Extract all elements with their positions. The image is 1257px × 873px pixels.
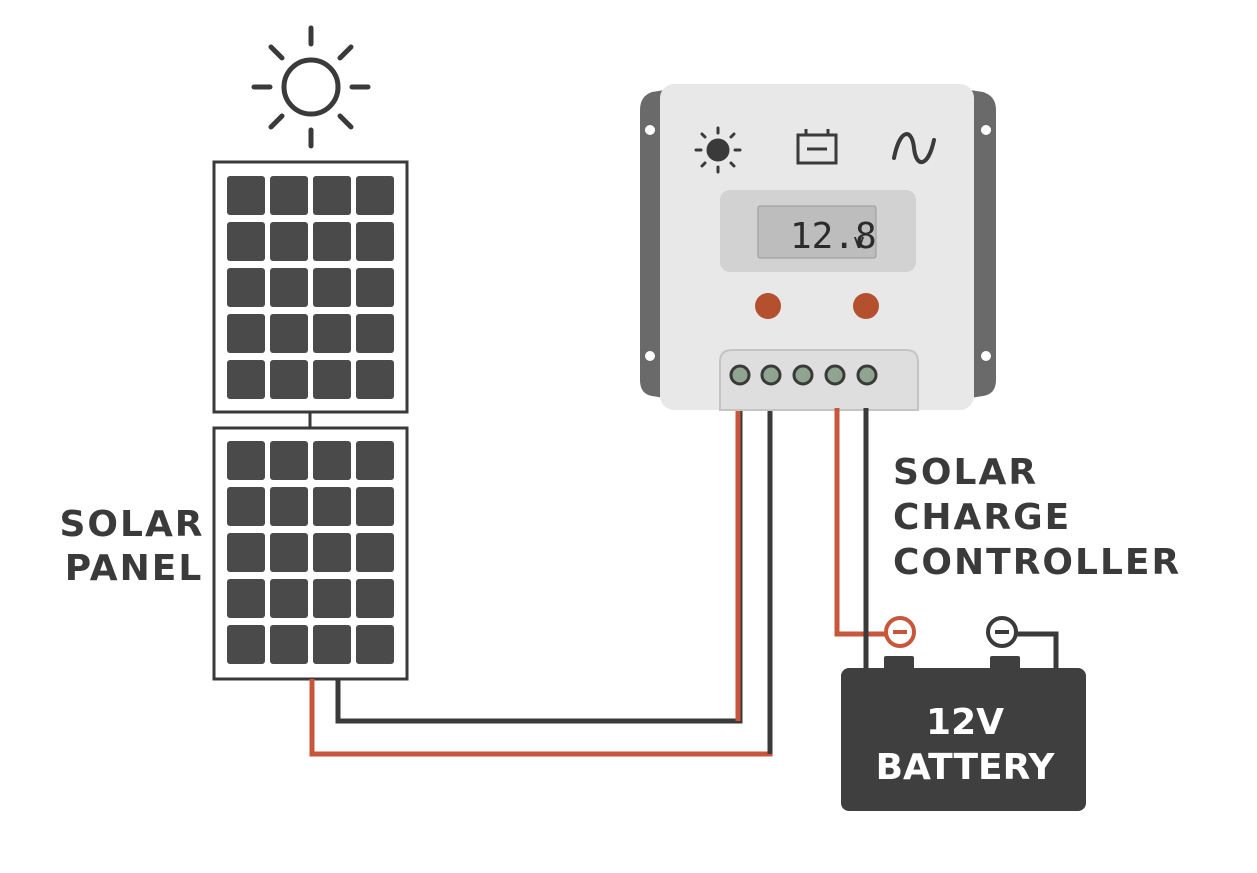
charge-controller: 12.8 v (640, 84, 996, 411)
solar-cell (227, 579, 265, 618)
solar-cell (313, 314, 351, 353)
negative-terminal-icon (986, 616, 1018, 648)
solar-cell (356, 441, 394, 480)
lcd-screen (757, 205, 877, 259)
solar-cell (270, 222, 308, 261)
battery-name-label: BATTERY (876, 747, 1056, 788)
panel-cells-bottom (227, 441, 394, 664)
terminal-screws (729, 364, 878, 386)
battery-body (841, 668, 1086, 811)
solar-cell (356, 487, 394, 526)
solar-cell (270, 625, 308, 664)
solar-cell (356, 268, 394, 307)
controller-left-bracket (640, 90, 665, 398)
controller-label-line2: CHARGE (893, 497, 1071, 538)
solar-cell (227, 314, 265, 353)
controller-right-bracket (970, 90, 996, 398)
terminal-block (719, 349, 919, 411)
solar-cell (227, 360, 265, 399)
solar-cell (313, 533, 351, 572)
battery: 12V BATTERY (841, 616, 1086, 811)
battery-icon (796, 129, 838, 165)
solar-cell (356, 360, 394, 399)
solar-cell (313, 176, 351, 215)
solar-cell (356, 222, 394, 261)
solar-cell (356, 533, 394, 572)
solar-panel-label-line1: SOLAR (59, 504, 204, 545)
solar-cell (270, 314, 308, 353)
terminal-screw (760, 364, 782, 386)
controller-label-line1: SOLAR (893, 452, 1038, 493)
terminal-screw (792, 364, 814, 386)
lcd-voltage-unit: v (853, 229, 865, 253)
solar-cell (356, 176, 394, 215)
solar-cell (227, 533, 265, 572)
solar-cell (270, 268, 308, 307)
solar-cell (356, 579, 394, 618)
indicator-led-left (755, 293, 781, 319)
solar-cell (356, 314, 394, 353)
battery-voltage-label: 12V (926, 702, 1004, 743)
terminal-screw (729, 364, 751, 386)
solar-cell (270, 533, 308, 572)
panel-cells-top (227, 176, 394, 399)
ac-wave-icon (892, 132, 936, 164)
solar-cell (270, 176, 308, 215)
positive-terminal-icon (884, 616, 916, 648)
terminal-screw (856, 364, 878, 386)
solar-cell (270, 579, 308, 618)
battery-negative-lead (1014, 631, 1059, 668)
solar-cell (313, 360, 351, 399)
solar-cell (313, 268, 351, 307)
solar-cell (227, 441, 265, 480)
solar-cell (313, 487, 351, 526)
solar-cell (227, 268, 265, 307)
solar-panel-label-line2: PANEL (65, 548, 204, 589)
battery-post-right (990, 656, 1020, 670)
lcd-voltage-value: 12.8 (790, 216, 877, 257)
solar-cell (270, 487, 308, 526)
solar-cell (356, 625, 394, 664)
battery-post-left (884, 656, 914, 670)
solar-cell (227, 487, 265, 526)
solar-cell (270, 441, 308, 480)
panel-wires (309, 408, 773, 757)
controller-label-line3: CONTROLLER (893, 542, 1181, 583)
solar-cell (227, 222, 265, 261)
battery-positive-wire (834, 408, 888, 637)
indicator-led-right (853, 293, 879, 319)
solar-cell (227, 625, 265, 664)
battery-wires (834, 408, 1059, 668)
solar-cell (313, 625, 351, 664)
solar-panel (212, 160, 409, 681)
solar-cell (313, 579, 351, 618)
sun-icon (251, 25, 371, 149)
solar-cell (270, 360, 308, 399)
solar-cell (313, 441, 351, 480)
sun-icon (694, 126, 742, 174)
solar-cell (227, 176, 265, 215)
terminal-screw (824, 364, 846, 386)
solar-cell (313, 222, 351, 261)
